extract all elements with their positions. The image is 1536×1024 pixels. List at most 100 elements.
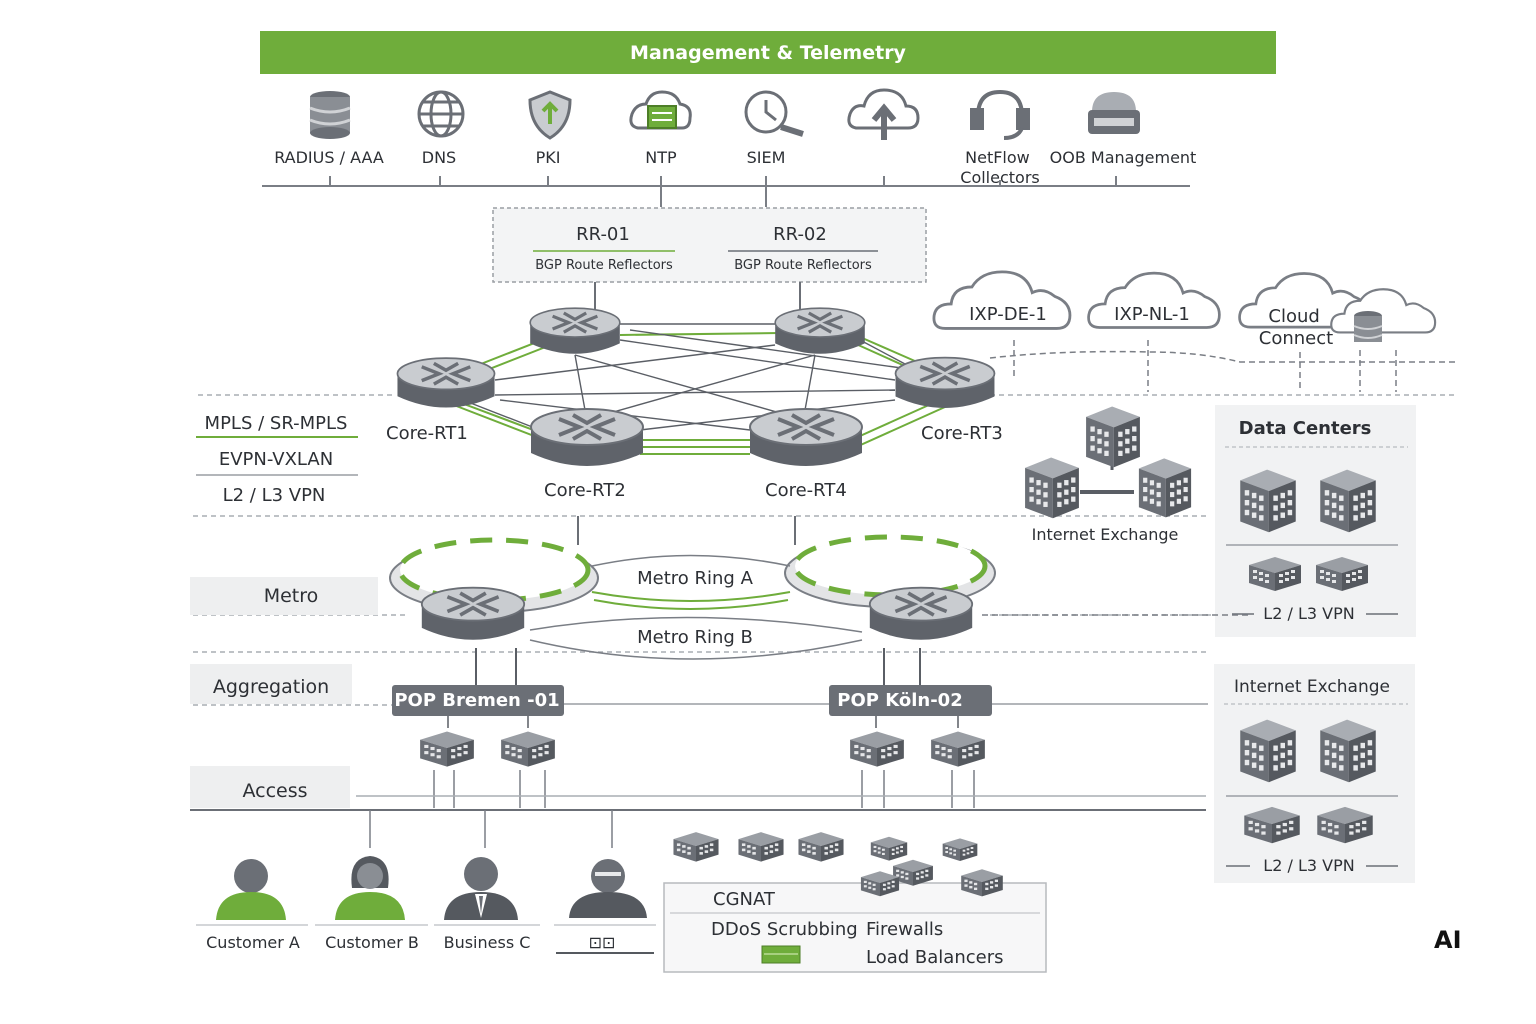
shield-icon [528,90,572,140]
database-icon [309,91,351,139]
rr02-router-icon [773,306,867,356]
ixp-nl-label: IXP-NL-1 [1114,304,1190,325]
dc-building-icon [1320,469,1376,533]
core-rt2-router-icon [531,409,643,466]
peering-links [989,340,1458,392]
rr01-role: BGP Route Reflectors [535,258,673,273]
metro-ring-b-label: Metro Ring B [637,627,753,648]
metro-router-left-icon [419,585,527,642]
management-icons [309,88,1140,140]
service-appliance-icon [798,832,844,862]
access-switch-icon [931,731,985,767]
core-routers [395,306,997,466]
internet-exchange-label: Internet Exchange [1032,525,1179,544]
firewalls-label: Firewalls [866,919,943,940]
headset-icon [970,89,1030,140]
data-centers-title: Data Centers [1239,418,1372,439]
pops: POP Bremen -01 POP Köln-02 [392,685,992,716]
core-rt3-router-icon [893,355,997,410]
dc-building-icon [1240,469,1296,533]
globe-icon [417,90,465,138]
access-switch-icon [850,731,904,767]
data-centers-panel: Data Centers L2 / L3 VPN [1215,405,1416,637]
layer-labels: Metro Aggregation Access [190,577,378,808]
netflow-label: NetFlow Collectors [960,148,1039,187]
pop-koln-label: POP Köln-02 [837,690,962,711]
core-rt4-router-icon [750,409,862,466]
internet-exchange-cluster: Internet Exchange [1025,406,1192,544]
netflow-label-line2: Collectors [960,168,1039,187]
management-labels: RADIUS / AAA DNS PKI NTP SIEM NetFlow Co… [274,148,1196,187]
radius-aaa-label: RADIUS / AAA [274,148,384,167]
metro-ring-a-label: Metro Ring A [637,568,753,589]
service-appliance-icon [738,832,784,862]
pki-label: PKI [536,148,561,167]
core-rt1-label: Core-RT1 [386,423,468,444]
core-rt2-label: Core-RT2 [544,480,626,501]
customer-b-icon [335,856,405,920]
route-reflector-box: RR-01 BGP Route Reflectors RR-02 BGP Rou… [492,207,927,283]
cgnat-label: CGNAT [713,889,776,910]
access-switch-icon [420,731,474,767]
core-rt1-router-icon [395,356,497,410]
ix-panel-footer: L2 / L3 VPN [1263,856,1354,875]
access-switches [420,716,985,808]
rr01-name: RR-01 [576,224,630,245]
tech-stack: MPLS / SR-MPLS EVPN-VXLAN L2 / L3 VPN [196,413,358,506]
vpn-label: L2 / L3 VPN [223,485,326,506]
service-appliance-icon [673,832,719,862]
cloud-connect-label: Cloud Connect [1259,306,1333,349]
customers: Customer A Customer B Business C ⊡⊡ [196,810,656,954]
management-bus [262,176,1190,207]
metro-router-right-icon [867,585,975,642]
core-mesh-links [439,323,946,455]
ix-building-icon [1025,457,1079,519]
metro-ring-right [784,534,996,608]
services-box: CGNAT DDoS Scrubbing Firewalls Load Bala… [663,832,1047,973]
cloud-upload-icon [847,88,920,140]
core-rt4-label: Core-RT4 [765,480,847,501]
dns-label: DNS [422,148,456,167]
ai-watermark: AI [1434,926,1462,954]
cloud-connect-line1: Cloud [1268,306,1319,327]
access-layer-label: Access [242,780,307,802]
metro-layer-label: Metro [264,585,319,607]
siem-label: SIEM [747,148,786,167]
ix-building-icon [1086,406,1140,468]
metro-rings: Metro Ring A Metro Ring B [389,534,996,660]
customer-b-label: Customer B [325,933,419,952]
pop-bremen-label: POP Bremen -01 [394,690,559,711]
server-cloud-icon [629,90,692,130]
operator-icon [569,859,647,918]
ix-building-icon [1138,458,1192,518]
netflow-label-line1: NetFlow [965,148,1030,167]
access-switch-icon [501,731,555,767]
ixp-de-label: IXP-DE-1 [969,304,1047,325]
ix-panel: Internet Exchange L2 / L3 VPN [1214,664,1415,883]
business-c-icon [444,857,518,920]
customer-a-label: Customer A [206,933,300,952]
peering-clouds: IXP-DE-1 IXP-NL-1 Cloud Connect [932,270,1437,349]
rr02-name: RR-02 [773,224,827,245]
ix-panel-building-icon [1320,719,1376,783]
operator-label: ⊡⊡ [589,933,616,952]
load-balancers-label: Load Balancers [866,947,1003,968]
firewall-appliance-icon [942,838,978,861]
ix-panel-building-icon [1240,719,1296,783]
ddos-label: DDoS Scrubbing [711,919,858,940]
evpn-label: EVPN-VXLAN [219,449,333,470]
business-c-label: Business C [444,933,531,952]
rr01-router-icon [528,306,622,356]
aggregation-layer-label: Aggregation [213,676,329,698]
oob-label: OOB Management [1050,148,1197,167]
cloud-database-icon [1353,311,1383,342]
oob-device-icon [1088,92,1140,134]
clock-search-icon [744,90,804,137]
rr02-role: BGP Route Reflectors [734,258,872,273]
mpls-label: MPLS / SR-MPLS [205,413,348,434]
core-router-labels: Core-RT1 Core-RT2 Core-RT3 Core-RT4 [386,423,1003,501]
dc-footer-label: L2 / L3 VPN [1263,604,1354,623]
ntp-label: NTP [645,148,677,167]
firewall-appliance-icon [870,836,908,861]
